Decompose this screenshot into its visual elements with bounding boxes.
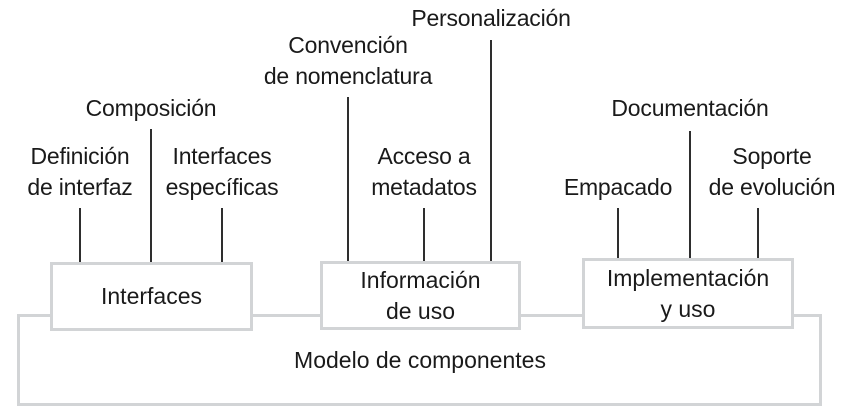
rail-interfaces-to-informacion (250, 314, 323, 317)
label-soporte-de-evolucion: Soporte de evolución (708, 143, 836, 200)
label-composicion: Composición (85, 95, 217, 121)
leader-tick-soporte-de-evolucion (757, 208, 759, 261)
label-interfaces-especificas: Interfaces específicas (165, 143, 279, 200)
leader-tick-empacado (617, 208, 619, 261)
label-convencion-de-nomenclatura: Convención de nomenclatura (263, 32, 433, 89)
box-implementacion-y-uso[interactable]: Implementación y uso (582, 258, 794, 329)
box-interfaces[interactable]: Interfaces (50, 262, 253, 331)
leader-tick-acceso-a-metadatos (423, 208, 425, 263)
label-empacado: Empacado (563, 174, 673, 200)
box-informacion-de-uso[interactable]: Información de uso (320, 261, 521, 330)
leader-tick-convencion-de-nomenclatura (347, 97, 349, 263)
leader-tick-documentacion (689, 131, 691, 261)
leader-tick-composicion (150, 129, 152, 263)
rail-informacion-to-implementacion (518, 314, 585, 317)
label-documentacion: Documentación (611, 95, 769, 121)
leader-tick-definicion-de-interfaz (79, 208, 81, 263)
label-acceso-a-metadatos: Acceso a metadatos (371, 143, 477, 200)
leader-tick-interfaces-especificas (221, 208, 223, 263)
label-personalizacion: Personalización (411, 5, 571, 31)
label-definicion-de-interfaz: Definición de interfaz (27, 143, 133, 200)
component-model-label: Modelo de componentes (294, 347, 546, 373)
leader-tick-personalizacion (490, 40, 492, 263)
